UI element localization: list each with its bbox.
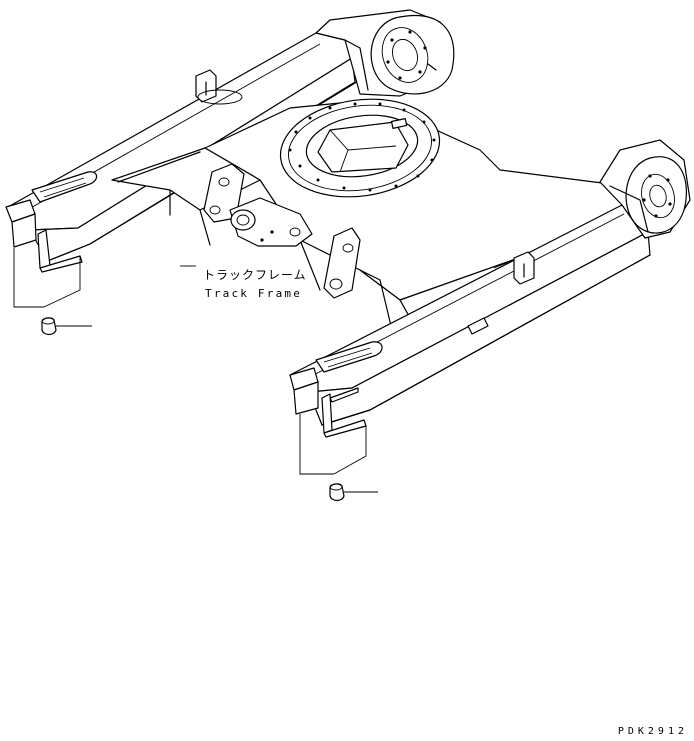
right-end-bracket: [289, 341, 383, 438]
left-top-lug: [195, 69, 243, 105]
right-idler-housing: [599, 139, 691, 239]
right-plug-part: [329, 483, 345, 502]
left-leader: [13, 248, 92, 327]
right-top-lug: [493, 251, 535, 285]
left-end-bracket: [5, 171, 98, 273]
swing-circle-bolts: [288, 102, 436, 192]
right-leader: [299, 414, 378, 493]
swing-circle: [279, 98, 441, 198]
drawing-code: PDK2912: [617, 726, 688, 737]
left-idler-housing: [315, 9, 455, 97]
center-lug-brackets: [203, 163, 361, 299]
part-label-japanese: トラックフレーム: [203, 268, 307, 282]
left-plug-part: [41, 317, 57, 336]
part-label-english: Track Frame: [205, 287, 303, 300]
